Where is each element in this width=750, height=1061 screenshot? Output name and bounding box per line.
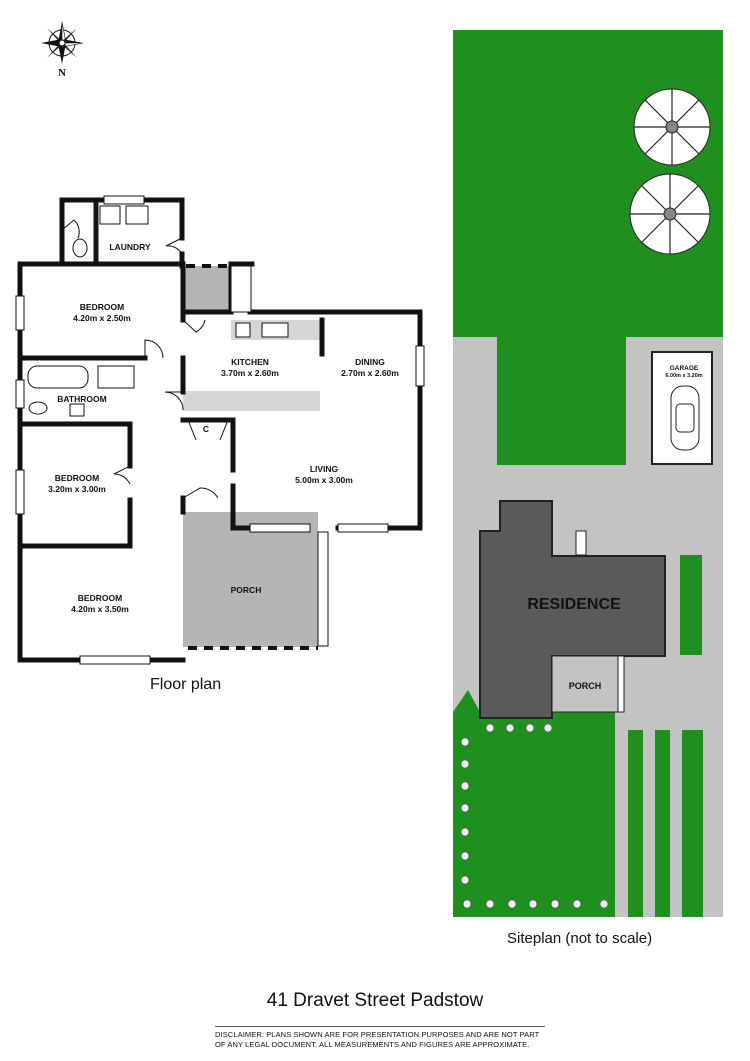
site-plan-caption: Siteplan (not to scale) bbox=[507, 930, 653, 947]
front-lawn bbox=[453, 690, 615, 917]
site-porch-label: PORCH bbox=[569, 681, 602, 691]
room-bedroom3-name: BEDROOM bbox=[78, 593, 122, 603]
disclaimer-line-1: DISCLAIMER: PLANS SHOWN ARE FOR PRESENTA… bbox=[215, 1030, 540, 1039]
floor-plan: LAUNDRY BEDROOM 4.20m x 2.50m KITCHEN 3.… bbox=[15, 195, 425, 665]
room-laundry-name: LAUNDRY bbox=[109, 242, 151, 252]
residence-label: RESIDENCE bbox=[527, 596, 621, 613]
tree-icon bbox=[629, 173, 711, 255]
bathtub bbox=[27, 365, 89, 389]
room-bedroom3-dims: 4.20m x 3.50m bbox=[71, 604, 129, 614]
room-living-dims: 5.00m x 3.00m bbox=[295, 475, 353, 485]
room-kitchen-dims: 3.70m x 2.60m bbox=[221, 368, 279, 378]
site-plan: GARAGE 6.00m x 3.20m RESIDENCE PORCH bbox=[453, 30, 723, 917]
compass-rose-icon bbox=[41, 21, 84, 64]
side-strip bbox=[680, 555, 702, 655]
drive-strip-2 bbox=[655, 730, 670, 917]
property-address: 41 Dravet Street Padstow bbox=[266, 990, 484, 1011]
room-kitchen-name: KITCHEN bbox=[231, 357, 269, 367]
room-porch-name: PORCH bbox=[231, 585, 262, 595]
room-dining-dims: 2.70m x 2.60m bbox=[341, 368, 399, 378]
tree-icon bbox=[633, 88, 711, 166]
room-dining-name: DINING bbox=[355, 357, 385, 367]
disclaimer: DISCLAIMER: PLANS SHOWN ARE FOR PRESENTA… bbox=[215, 1026, 545, 1050]
kitchen-bench-lower bbox=[183, 391, 320, 411]
garage-name: GARAGE bbox=[670, 365, 699, 372]
stair-landing bbox=[183, 266, 231, 312]
room-bathroom-name: BATHROOM bbox=[57, 394, 106, 404]
room-cupboard-name: C bbox=[203, 424, 209, 434]
room-bedroom2-name: BEDROOM bbox=[55, 473, 99, 483]
compass-north-label: N bbox=[58, 67, 66, 79]
room-living-name: LIVING bbox=[310, 464, 339, 474]
room-bedroom1-dims: 4.20m x 2.50m bbox=[73, 313, 131, 323]
shrub-icon bbox=[460, 723, 609, 909]
drive-strip-1 bbox=[628, 730, 643, 917]
porch-area bbox=[183, 512, 318, 647]
room-bedroom1-name: BEDROOM bbox=[80, 302, 124, 312]
floor-plan-caption: Floor plan bbox=[150, 676, 222, 693]
garage-dims: 6.00m x 3.20m bbox=[665, 373, 702, 379]
site-porch bbox=[551, 655, 621, 713]
drive-strip-3 bbox=[682, 730, 703, 917]
disclaimer-line-2: OF ANY LEGAL DOCUMENT. ALL MEASUREMENTS … bbox=[215, 1040, 530, 1049]
room-bedroom2-dims: 3.20m x 3.00m bbox=[48, 484, 106, 494]
car-icon bbox=[670, 385, 700, 451]
